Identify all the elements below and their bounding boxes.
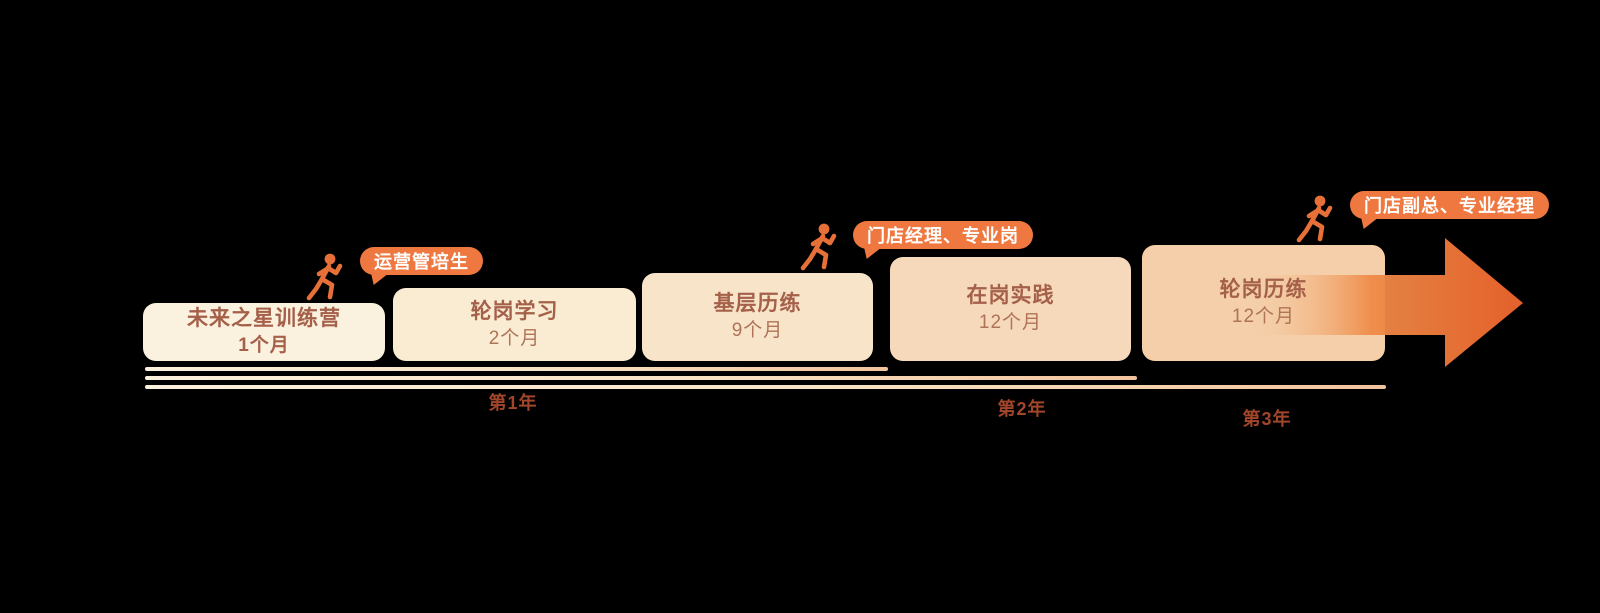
bubble-label: 门店经理、专业岗 xyxy=(867,226,1019,246)
stage-duration: 12个月 xyxy=(1231,306,1296,328)
milestone-bubble-trainee: 运营管培生 xyxy=(360,247,483,285)
bubble-label: 运营管培生 xyxy=(374,252,469,272)
stage-text: 基层历练 9个月 xyxy=(714,291,802,343)
milestone-bubble-store-manager: 门店经理、专业岗 xyxy=(853,221,1033,259)
stage-box-future-star: 未来之星训练营 1个月 xyxy=(143,303,385,361)
year-2-line xyxy=(145,376,1137,380)
stage-text: 轮岗历练 12个月 xyxy=(1220,277,1308,329)
bubble-tail xyxy=(1361,217,1379,229)
stage-text: 在岗实践 12个月 xyxy=(967,283,1055,335)
stage-title: 未来之星训练营 xyxy=(187,307,341,330)
stage-title: 在岗实践 xyxy=(966,284,1055,307)
stage-title: 轮岗历练 xyxy=(1219,278,1308,301)
stage-title: 基层历练 xyxy=(713,292,802,315)
year-1-line xyxy=(145,367,888,371)
stage-text: 未来之星训练营 1个月 xyxy=(187,306,341,358)
bubble-tail xyxy=(371,273,389,285)
stage-box-grassroots: 基层历练 9个月 xyxy=(642,273,873,361)
milestone-bubble-deputy-gm: 门店副总、专业经理 xyxy=(1350,191,1549,229)
stage-box-rotation-learning: 轮岗学习 2个月 xyxy=(393,288,636,361)
stage-duration: 12个月 xyxy=(978,312,1043,334)
stage-text: 轮岗学习 2个月 xyxy=(471,299,559,351)
year-1-label: 第1年 xyxy=(488,393,538,413)
stage-duration: 2个月 xyxy=(488,327,541,349)
stage-title: 轮岗学习 xyxy=(470,299,559,323)
runner-icon xyxy=(800,222,842,274)
stage-box-on-job-practice: 在岗实践 12个月 xyxy=(890,257,1131,361)
stage-duration: 1个月 xyxy=(238,335,290,357)
year-2-label: 第2年 xyxy=(997,399,1047,419)
bubble-label: 门店副总、专业经理 xyxy=(1364,196,1535,216)
year-3-label: 第3年 xyxy=(1242,409,1292,429)
runner-icon xyxy=(306,252,348,304)
promotion-arrow xyxy=(1245,235,1525,370)
runner-icon xyxy=(1296,194,1338,246)
year-3-line xyxy=(145,385,1386,389)
bubble-tail xyxy=(864,247,882,259)
stage-duration: 9个月 xyxy=(731,320,784,342)
arrow-icon xyxy=(1245,238,1523,367)
